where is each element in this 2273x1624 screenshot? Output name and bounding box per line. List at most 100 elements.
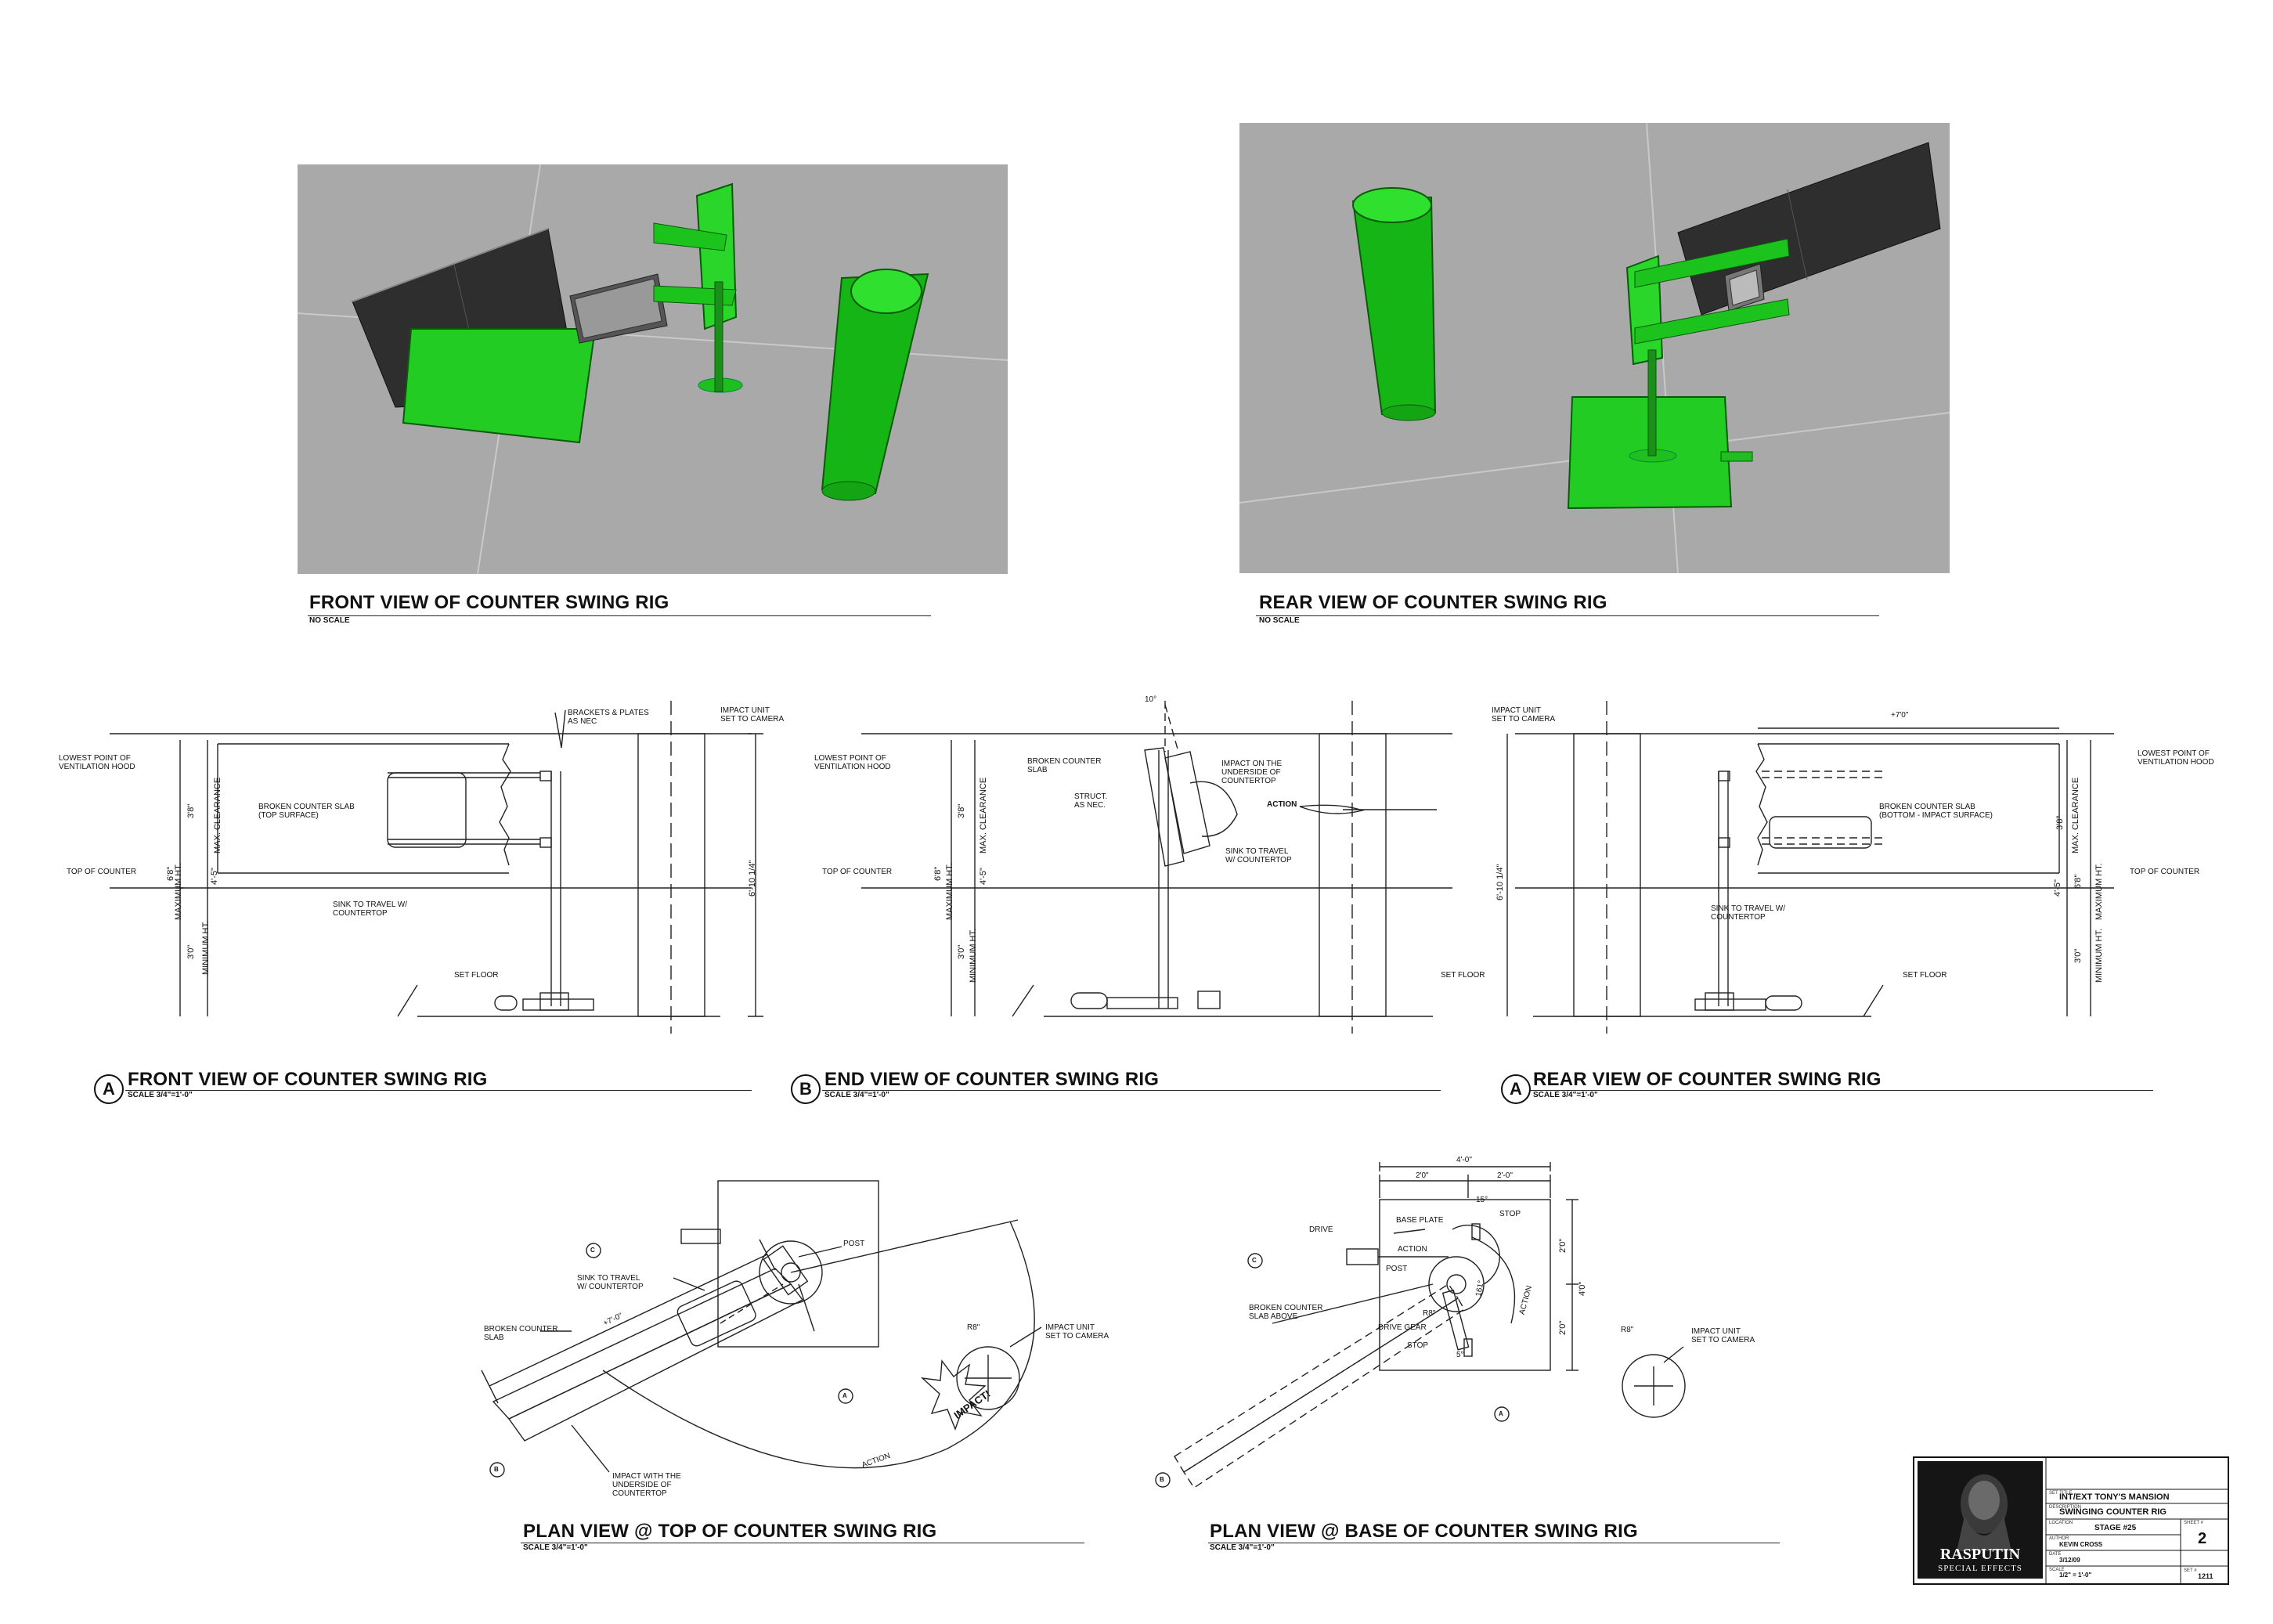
plan-base-dim-w: 4'-0" xyxy=(1456,1156,1472,1164)
plan-base-note-stop2: STOP xyxy=(1407,1341,1429,1350)
tb-scale: 1/2" = 1'-0" xyxy=(2059,1572,2092,1579)
plan-base-marker-b: B xyxy=(1160,1476,1164,1483)
plan-base-note-impactunit: IMPACT UNIT SET TO CAMERA xyxy=(1691,1327,1755,1344)
plan-top-note-sink: SINK TO TRAVEL W/ COUNTERTOP xyxy=(577,1274,644,1291)
elev-a-scale: SCALE 3/4"=1'-0" xyxy=(128,1091,193,1099)
elev-c-bubble: A xyxy=(1501,1074,1531,1104)
tb-label-scale: SCALE xyxy=(2049,1568,2065,1572)
elev-a-note-sink: SINK TO TRAVEL W/ COUNTERTOP xyxy=(333,900,408,918)
tb-label-set-title: SET TITLE xyxy=(2049,1491,2073,1496)
plan-base-note-baseplate: BASE PLATE xyxy=(1396,1216,1444,1225)
plan-top-title: PLAN VIEW @ TOP OF COUNTER SWING RIG xyxy=(523,1521,937,1542)
plan-base-note-drive: DRIVE xyxy=(1309,1225,1333,1234)
elev-a-note-floor: SET FLOOR xyxy=(454,971,499,980)
plan-base-dim-w2: 2'-0" xyxy=(1497,1171,1513,1180)
plan-top-note-r8: R8" xyxy=(967,1323,980,1332)
elev-c-note-width: +7'0" xyxy=(1891,711,1909,720)
tb-date: 3/12/09 xyxy=(2059,1557,2080,1564)
elev-c-note-slab: BROKEN COUNTER SLAB (BOTTOM - IMPACT SUR… xyxy=(1879,803,1993,820)
plan-top-scale: SCALE 3/4"=1'-0" xyxy=(523,1543,588,1552)
plan-top-note-post: POST xyxy=(843,1240,865,1248)
plan-base-note-post: POST xyxy=(1386,1265,1408,1273)
tb-label-location: LOCATION xyxy=(2049,1521,2073,1525)
logo: RASPUTIN SPECIAL EFFECTS xyxy=(1918,1461,2043,1579)
elev-b-note-sink: SINK TO TRAVEL W/ COUNTERTOP xyxy=(1225,847,1292,864)
elev-a-title-rule xyxy=(125,1090,752,1091)
elev-b-note-floor: SET FLOOR xyxy=(1441,971,1485,980)
front-render xyxy=(298,164,1008,574)
elev-b-note-lowest: LOWEST POINT OF VENTILATION HOOD xyxy=(814,754,891,771)
plan-base-marker-a: A xyxy=(1499,1410,1503,1417)
plan-base-note-a15: 15° xyxy=(1476,1196,1488,1204)
rasputin-portrait-icon xyxy=(1957,1474,2011,1551)
tb-label-author: AUTHOR xyxy=(2049,1536,2069,1541)
logo-subtitle: SPECIAL EFFECTS xyxy=(1938,1564,2022,1573)
tb-set-no: 1211 xyxy=(2198,1572,2213,1580)
elev-c-note-impact: IMPACT UNIT SET TO CAMERA xyxy=(1492,706,1556,724)
elev-a-note-impact: IMPACT UNIT SET TO CAMERA xyxy=(720,706,785,724)
elev-a-note-brackets: BRACKETS & PLATES AS NEC xyxy=(568,709,649,726)
plan-top-marker-c: C xyxy=(590,1247,595,1254)
elev-b-title: END VIEW OF COUNTER SWING RIG xyxy=(824,1069,1160,1090)
title-block: RASPUTIN SPECIAL EFFECTS SET TITLE INT/E… xyxy=(1913,1456,2229,1585)
front-render-scale: NO SCALE xyxy=(309,616,350,625)
plan-base-dim-h1: 2'0" xyxy=(1558,1238,1568,1253)
tb-set-title: INT/EXT TONY'S MANSION xyxy=(2059,1492,2170,1502)
plan-base-note-drivegear: DRIVE GEAR xyxy=(1378,1323,1427,1332)
rear-render-scale: NO SCALE xyxy=(1259,616,1300,625)
tb-location: STAGE #25 xyxy=(2094,1524,2137,1532)
plan-top-marker-b: B xyxy=(494,1466,499,1473)
plan-base-dim-h: 4'0" xyxy=(1578,1281,1587,1296)
elev-b-note-impact: IMPACT ON THE UNDERSIDE OF COUNTERTOP xyxy=(1221,760,1283,785)
elev-a-note-lowest: LOWEST POINT OF VENTILATION HOOD xyxy=(59,754,135,771)
elev-a-bubble: A xyxy=(94,1074,124,1104)
elev-c-scale: SCALE 3/4"=1'-0" xyxy=(1533,1091,1598,1099)
front-render-title: FRONT VIEW OF COUNTER SWING RIG xyxy=(309,592,669,613)
logo-title: RASPUTIN xyxy=(1939,1546,2021,1563)
rear-render xyxy=(1239,123,1950,573)
elev-c-note-sink: SINK TO TRAVEL W/ COUNTERTOP xyxy=(1711,904,1786,922)
elev-c-title-rule xyxy=(1531,1090,2153,1091)
plan-base-dim-w1: 2'0" xyxy=(1416,1171,1429,1180)
tb-author: KEVIN CROSS xyxy=(2059,1541,2103,1548)
elev-b-note-slab: BROKEN COUNTER SLAB xyxy=(1027,757,1102,774)
plan-top-note-underside: IMPACT WITH THE UNDERSIDE OF COUNTERTOP xyxy=(612,1472,681,1498)
elev-b-note-top: TOP OF COUNTER xyxy=(822,868,893,876)
plan-base-note-action1: ACTION xyxy=(1398,1245,1427,1254)
elev-c-note-lowest: LOWEST POINT OF VENTILATION HOOD xyxy=(2138,749,2214,767)
plan-base-note-a5: 5° xyxy=(1456,1351,1464,1359)
tb-description: SWINGING COUNTER RIG xyxy=(2059,1507,2167,1517)
tb-label-sheet: SHEET # xyxy=(2184,1521,2203,1525)
plan-base-note-r8b: R8" xyxy=(1621,1326,1634,1334)
plan-base-note-r8a: R8" xyxy=(1423,1309,1436,1318)
elev-b-note-action: ACTION xyxy=(1267,800,1297,809)
elev-b-scale: SCALE 3/4"=1'-0" xyxy=(824,1091,889,1099)
plan-base-title: PLAN VIEW @ BASE OF COUNTER SWING RIG xyxy=(1210,1521,1638,1542)
rear-render-title-rule xyxy=(1256,615,1879,616)
tb-label-description: DESCRIPTION xyxy=(2049,1505,2082,1510)
plan-top-marker-a: A xyxy=(842,1392,847,1399)
elev-a-note-top: TOP OF COUNTER xyxy=(67,868,137,876)
plan-base-marker-c: C xyxy=(1252,1257,1257,1264)
tb-label-set-no: SET # xyxy=(2184,1568,2197,1573)
elev-b-title-rule xyxy=(822,1090,1441,1091)
elev-b-note-struct: STRUCT. AS NEC. xyxy=(1074,792,1108,810)
plan-base-note-slab: BROKEN COUNTER SLAB ABOVE xyxy=(1249,1304,1323,1321)
plan-top-note-slab: BROKEN COUNTER SLAB xyxy=(484,1325,558,1342)
elev-b-bubble: B xyxy=(791,1074,821,1104)
rear-render-title: REAR VIEW OF COUNTER SWING RIG xyxy=(1259,592,1607,613)
plan-top-note-impactunit: IMPACT UNIT SET TO CAMERA xyxy=(1045,1323,1109,1341)
elev-b-note-angle: 10° xyxy=(1145,695,1157,704)
elev-c-note-floor: SET FLOOR xyxy=(1903,971,1947,980)
tb-label-date: DATE xyxy=(2049,1552,2062,1557)
elev-c-note-top: TOP OF COUNTER xyxy=(2130,868,2200,876)
plan-base-scale: SCALE 3/4"=1'-0" xyxy=(1210,1543,1275,1552)
front-render-title-rule xyxy=(308,615,931,616)
elev-a-note-slab: BROKEN COUNTER SLAB (TOP SURFACE) xyxy=(258,803,355,820)
plan-base-dim-h2: 2'0" xyxy=(1558,1320,1568,1335)
elev-a-title: FRONT VIEW OF COUNTER SWING RIG xyxy=(128,1069,488,1090)
tb-sheet: 2 xyxy=(2198,1530,2207,1547)
elev-c-title: REAR VIEW OF COUNTER SWING RIG xyxy=(1533,1069,1882,1090)
